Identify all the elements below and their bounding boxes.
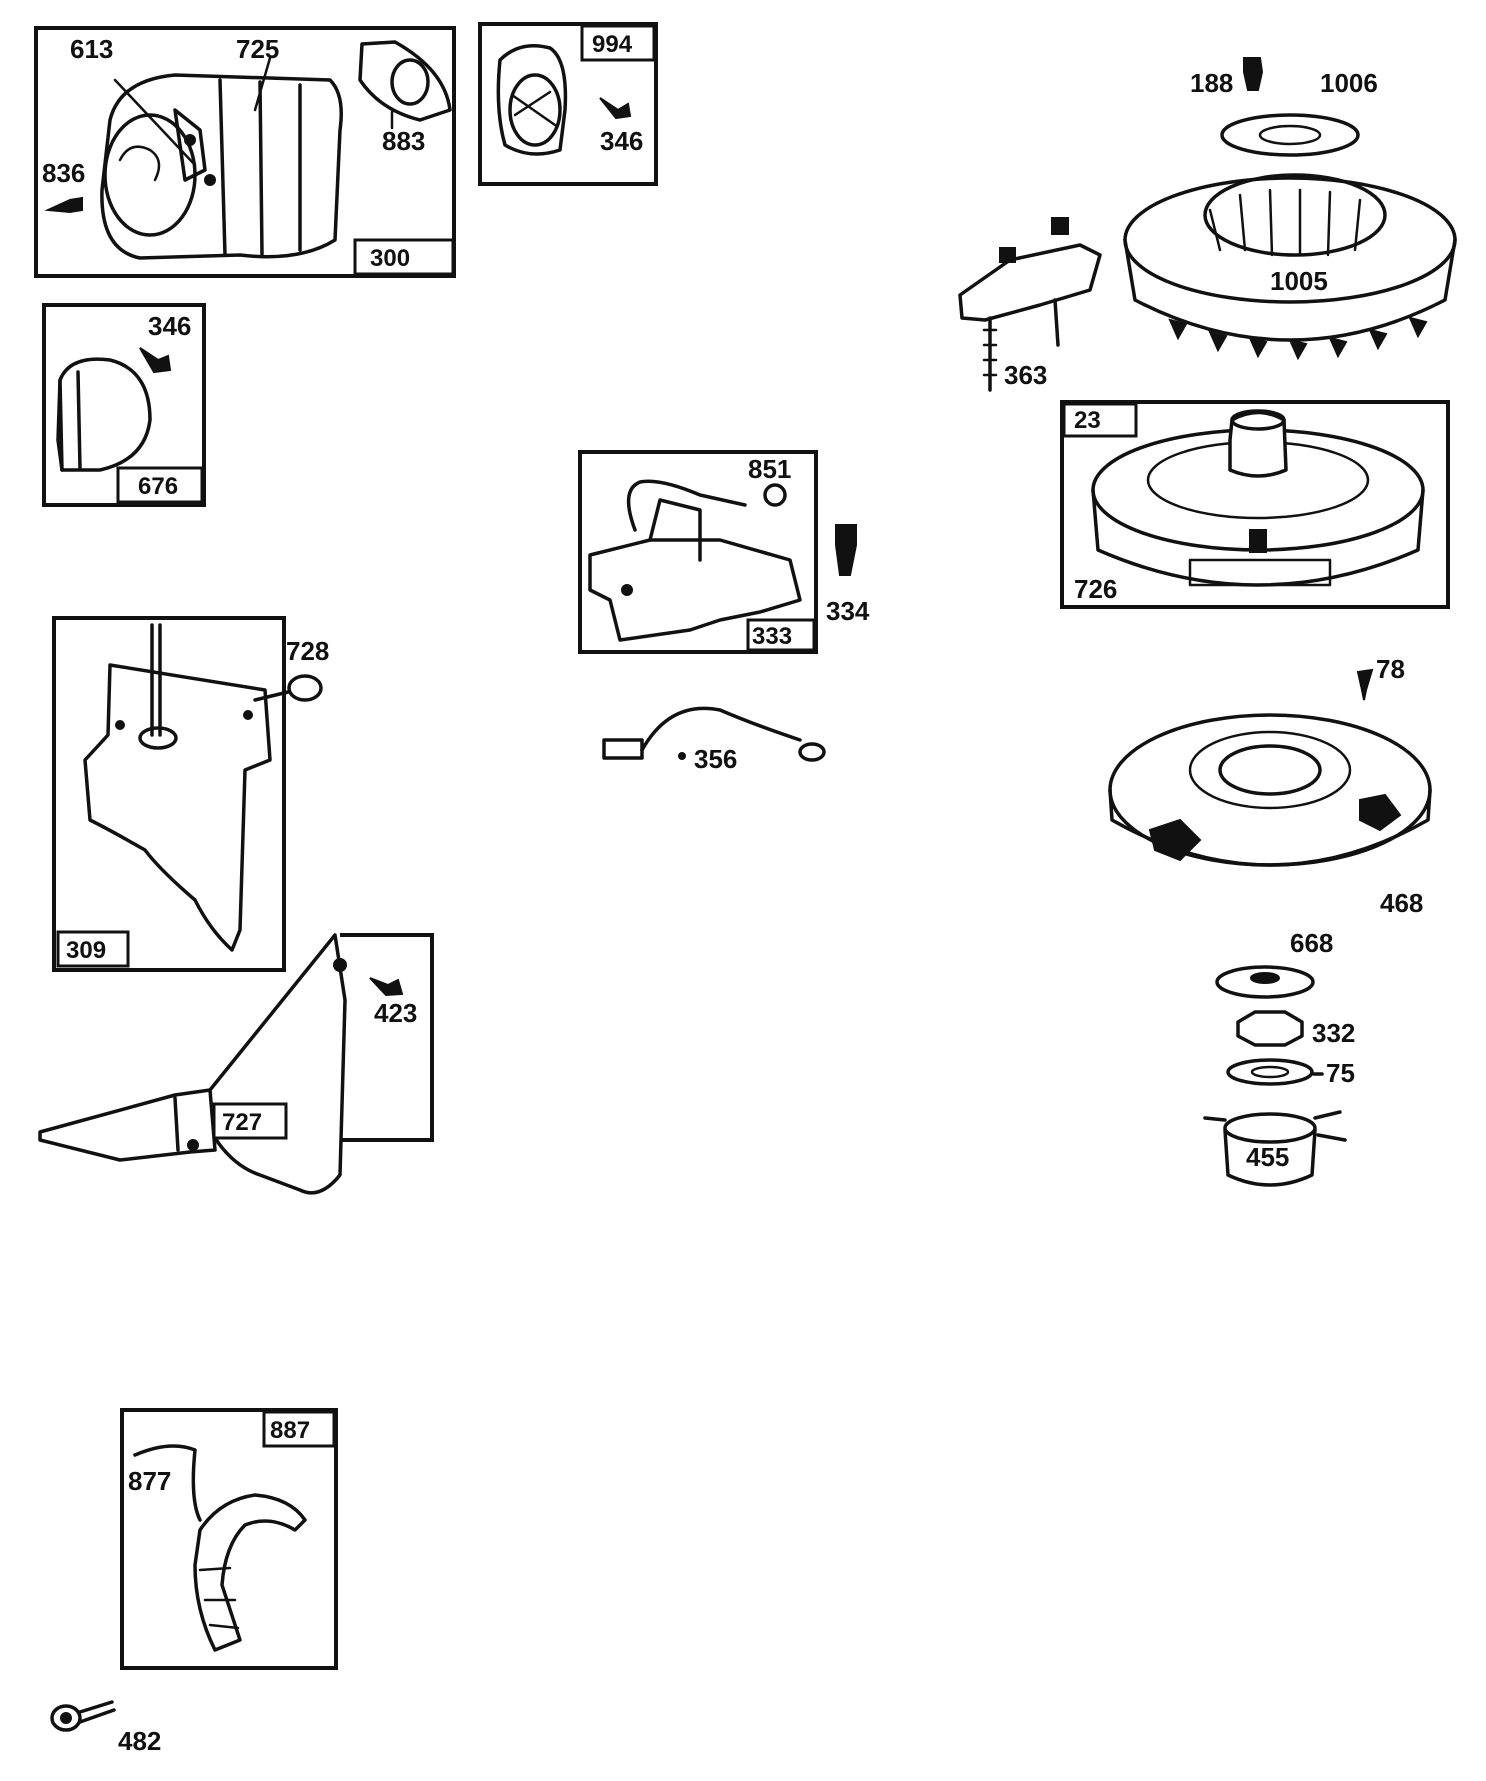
part-label-188: 188	[1190, 68, 1233, 98]
blower-housing-group: 300 613 725 836 883	[34, 26, 456, 278]
part-label-613: 613	[70, 34, 113, 64]
part-label-1006: 1006	[1320, 68, 1378, 98]
part-label-482: 482	[118, 1726, 161, 1756]
hub-parts-group: 668 332 75 455	[1203, 928, 1355, 1187]
starter-468-group: 78 468	[1108, 654, 1432, 918]
part-label-332: 332	[1312, 1018, 1355, 1048]
part-label-423: 423	[374, 998, 417, 1028]
part-label-346-b: 346	[148, 311, 191, 341]
frame-887	[120, 1408, 338, 1670]
tagbox-309	[56, 930, 130, 968]
frame-309	[52, 616, 286, 972]
frame-300	[34, 26, 456, 278]
flywheel-23-group: 23 726	[1060, 400, 1450, 609]
part-label-1005: 1005	[1270, 266, 1328, 296]
part-label-468: 468	[1380, 888, 1423, 918]
tagbox-887	[262, 1410, 336, 1448]
part-label-455: 455	[1246, 1142, 1289, 1172]
cylinder-shield-group: 728 309	[52, 616, 329, 972]
tagbox-676	[116, 466, 204, 504]
part-label-668: 668	[1290, 928, 1333, 958]
tagbox-333	[746, 618, 816, 652]
part-label-75: 75	[1326, 1058, 1355, 1088]
part-label-727: 727	[222, 1109, 262, 1136]
bracket-363-group: 363	[958, 217, 1102, 392]
part-label-887: 887	[270, 1417, 310, 1444]
air-guide-group: 423 727	[38, 933, 434, 1195]
tagbox-727	[212, 1102, 288, 1140]
ground-wire-group: 356	[602, 706, 826, 774]
part-label-725: 725	[236, 34, 279, 64]
frame-333	[578, 450, 818, 654]
part-label-309: 309	[66, 937, 106, 964]
frame-994	[478, 22, 658, 186]
part-label-300: 300	[370, 245, 410, 272]
cover-676-group: 346 676	[42, 303, 206, 507]
tagbox-300	[353, 238, 455, 276]
part-label-877: 877	[128, 1466, 171, 1496]
part-label-363: 363	[1004, 360, 1047, 390]
rewind-cover-group: 994 346	[478, 22, 658, 186]
part-label-851: 851	[748, 454, 791, 484]
armature-group: 851 334 333	[578, 450, 870, 654]
part-label-334: 334	[826, 596, 870, 626]
part-label-728: 728	[286, 636, 329, 666]
part-label-78: 78	[1376, 654, 1405, 684]
tagbox-994	[580, 24, 656, 62]
part-label-994: 994	[592, 31, 633, 58]
part-label-726: 726	[1074, 574, 1117, 604]
part-label-346-a: 346	[600, 126, 643, 156]
part-label-356: 356	[694, 744, 737, 774]
part-label-23: 23	[1074, 407, 1101, 434]
flywheel-group: 188 1006 1005	[1123, 57, 1457, 361]
part-label-676: 676	[138, 473, 178, 500]
tagbox-23	[1062, 402, 1138, 438]
ignition-887-group: 887 877	[120, 1408, 338, 1670]
part-label-333: 333	[752, 623, 792, 650]
bolt-482-group: 482	[50, 1700, 161, 1756]
part-label-883: 883	[382, 126, 425, 156]
frame-676	[42, 303, 206, 507]
part-label-836: 836	[42, 158, 85, 188]
frame-23	[1060, 400, 1450, 609]
